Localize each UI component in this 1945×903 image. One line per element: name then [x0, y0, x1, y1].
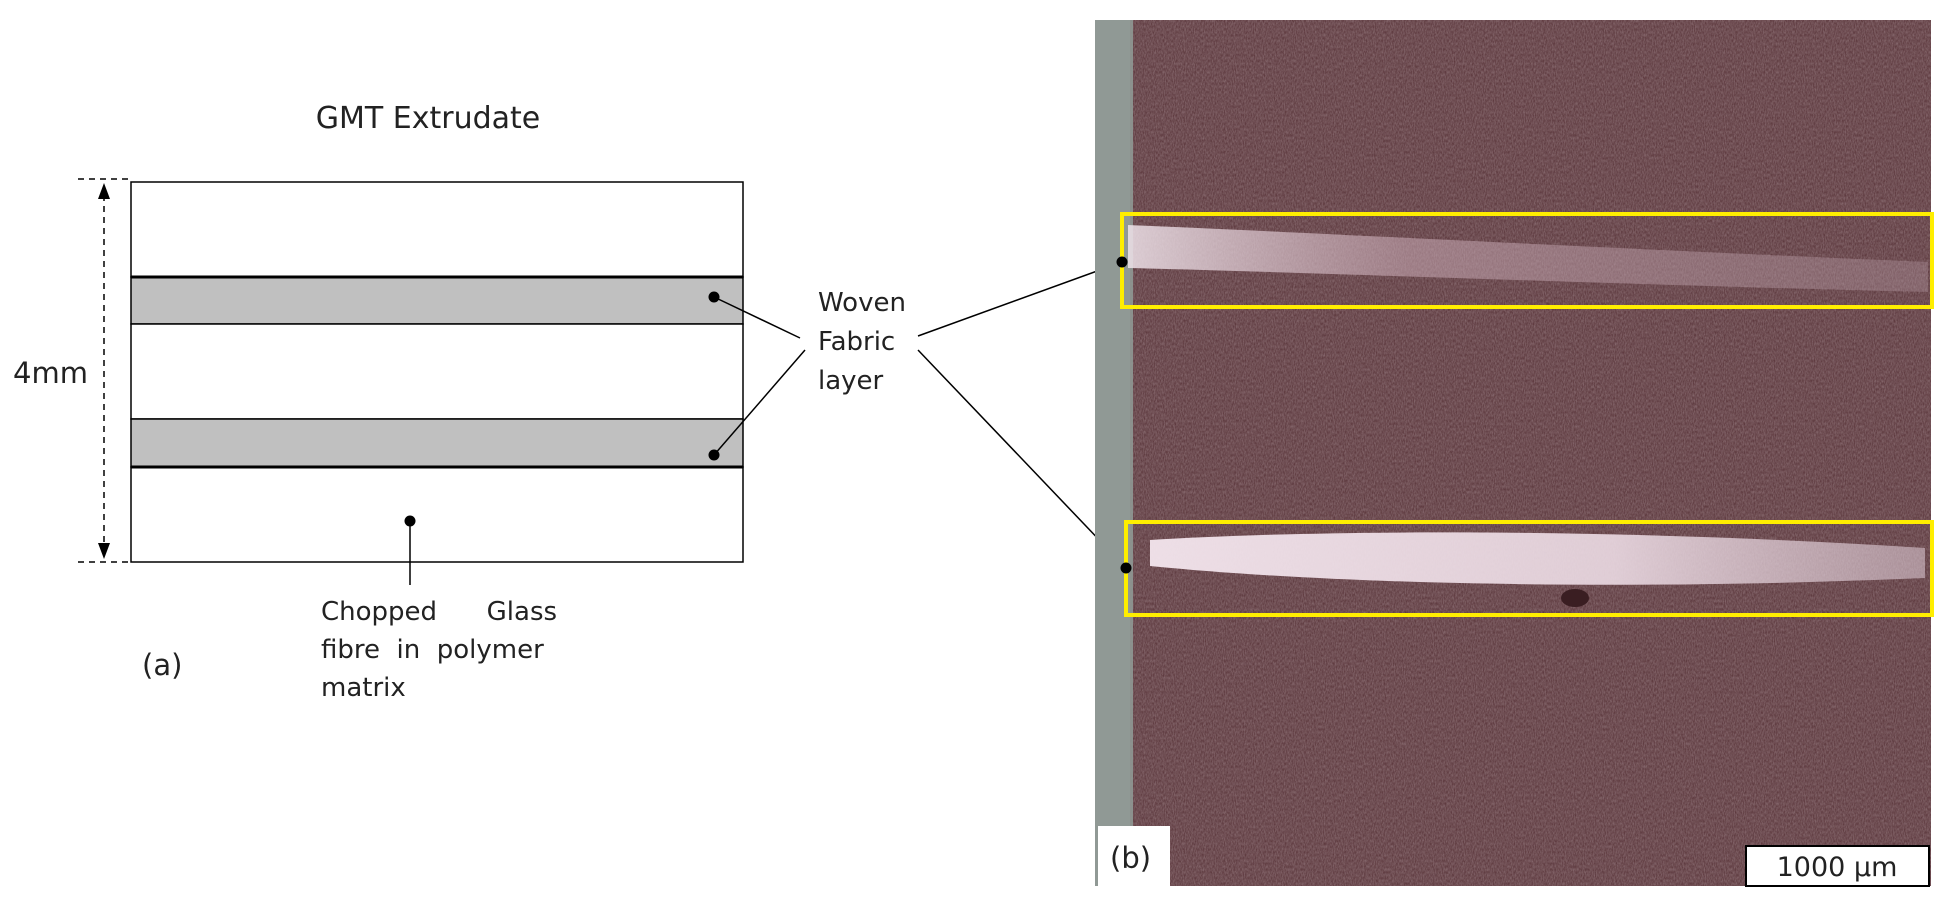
panel-b-label: (b) — [1110, 841, 1151, 875]
matrix-layer-middle — [130, 323, 744, 420]
callout-line2: Fabric — [818, 327, 895, 357]
callout-leader-a-upper — [713, 296, 801, 339]
callout-leader-b-upper — [917, 261, 1123, 337]
micrograph-edge-shade — [1095, 20, 1133, 886]
matrix-layer-top — [130, 181, 744, 278]
thickness-label: 4mm — [13, 356, 88, 390]
fabric-streak-lower — [1150, 532, 1925, 585]
matrix-label-line2: fibre in polymer — [321, 635, 544, 665]
arrow-up-icon — [98, 183, 110, 199]
arrow-down-icon — [98, 543, 110, 559]
scale-bar-label: 1000 µm — [1777, 852, 1898, 883]
matrix-label-line1: Chopped Glass — [321, 597, 557, 627]
callout-line1: Woven — [818, 288, 906, 318]
matrix-layer-bottom — [130, 466, 744, 563]
panel-a-label: (a) — [142, 648, 182, 682]
void-mark — [1561, 589, 1589, 607]
matrix-label-line3: matrix — [321, 673, 406, 703]
panel-b-label-box — [1098, 826, 1170, 886]
box-upper-marker — [1116, 256, 1128, 268]
box-lower-marker — [1120, 562, 1132, 574]
fabric-layer-upper — [130, 276, 744, 325]
matrix-label: Chopped Glass fibre in polymer matrix — [321, 597, 615, 703]
callout-leader-b-lower — [917, 349, 1127, 569]
scale-bar-box — [1745, 845, 1930, 887]
fabric-callout: Woven Fabric layer — [713, 261, 1127, 569]
micrograph-texture — [1130, 20, 1931, 886]
callout-label: Woven Fabric layer — [818, 288, 914, 396]
fabric-layer-lower — [130, 418, 744, 468]
fabric-streak-upper — [1128, 225, 1928, 292]
panel-b: (b) 1000 µm — [1095, 20, 1934, 887]
callout-line3: layer — [818, 366, 884, 396]
panel-a-title: GMT Extrudate — [316, 101, 540, 136]
panel-a: GMT Extrudate 4mm Chopped Glass fibre in… — [13, 101, 744, 703]
callout-leader-a-lower — [713, 349, 806, 456]
thickness-dimension — [78, 178, 130, 563]
